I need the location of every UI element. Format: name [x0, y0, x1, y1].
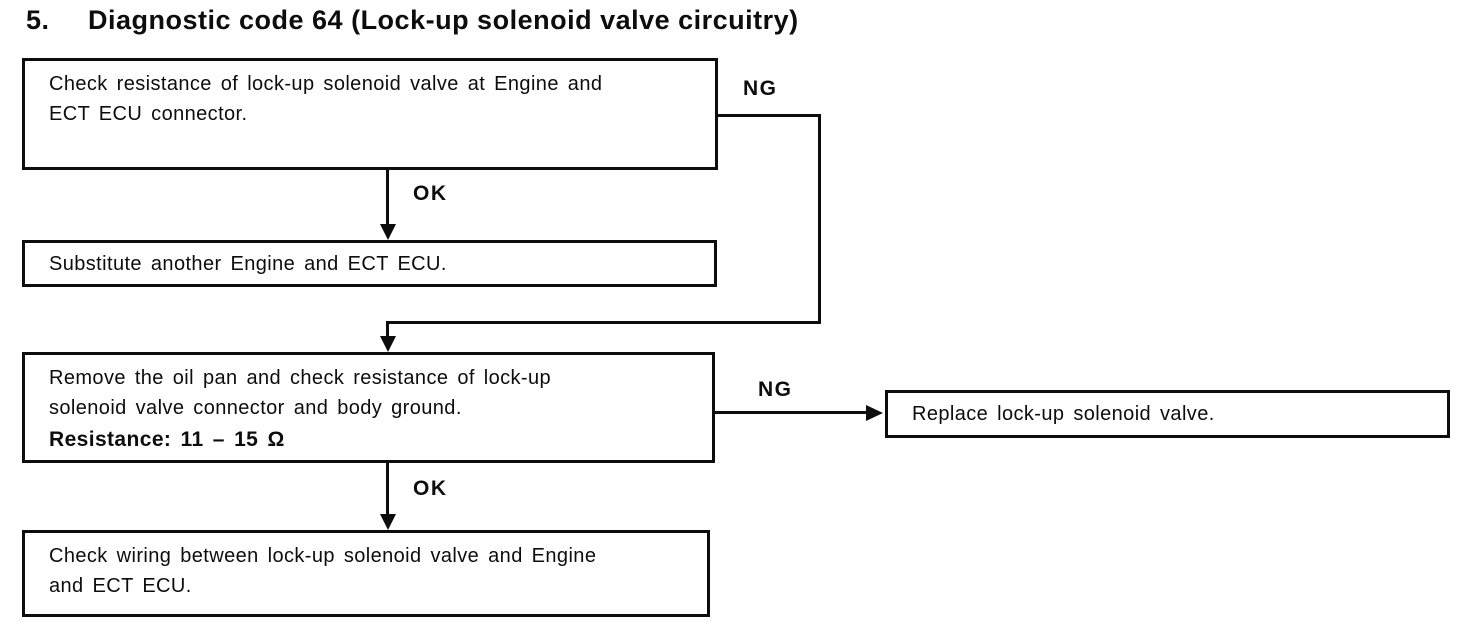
ng1-connector-line: [386, 321, 389, 338]
step-text-line: Check wiring between lock-up solenoid va…: [49, 545, 597, 567]
ng1-connector-line: [386, 321, 821, 324]
ok1-connector-line: [386, 170, 389, 226]
flow-step-replace-valve: Replace lock-up solenoid valve.: [885, 390, 1450, 438]
ok2-connector-line: [386, 463, 389, 516]
step-text-line: ECT ECU connector.: [49, 103, 248, 125]
page-title: Diagnostic code 64 (Lock-up solenoid val…: [88, 5, 799, 35]
arrow-down-icon: [380, 224, 396, 240]
ng1-connector-line: [716, 114, 821, 117]
resistance-spec: Resistance: 11 – 15 Ω: [49, 428, 285, 451]
arrow-down-icon: [380, 336, 396, 352]
ok-label: OK: [413, 182, 448, 205]
ng-label: NG: [758, 378, 793, 401]
arrow-down-icon: [380, 514, 396, 530]
step-text-line: Substitute another Engine and ECT ECU.: [49, 252, 447, 275]
step-text-line: Check resistance of lock-up solenoid val…: [49, 73, 603, 95]
step-text-line: Remove the oil pan and check resistance …: [49, 367, 552, 389]
ng2-connector-line: [715, 411, 868, 414]
flow-step-check-resistance-valve: Remove the oil pan and check resistance …: [22, 352, 715, 463]
arrow-right-icon: [866, 405, 883, 421]
flow-step-check-resistance-ecu: Check resistance of lock-up solenoid val…: [22, 58, 718, 170]
ok-label: OK: [413, 477, 448, 500]
step-text-line: and ECT ECU.: [49, 575, 192, 597]
ng1-connector-line: [818, 114, 821, 324]
step-text-line: Replace lock-up solenoid valve.: [912, 403, 1215, 425]
ng-label: NG: [743, 77, 778, 100]
flow-step-check-wiring: Check wiring between lock-up solenoid va…: [22, 530, 710, 617]
step-text-line: solenoid valve connector and body ground…: [49, 397, 462, 419]
section-number: 5.: [26, 5, 50, 35]
flow-step-substitute-ecu: Substitute another Engine and ECT ECU.: [22, 240, 717, 287]
